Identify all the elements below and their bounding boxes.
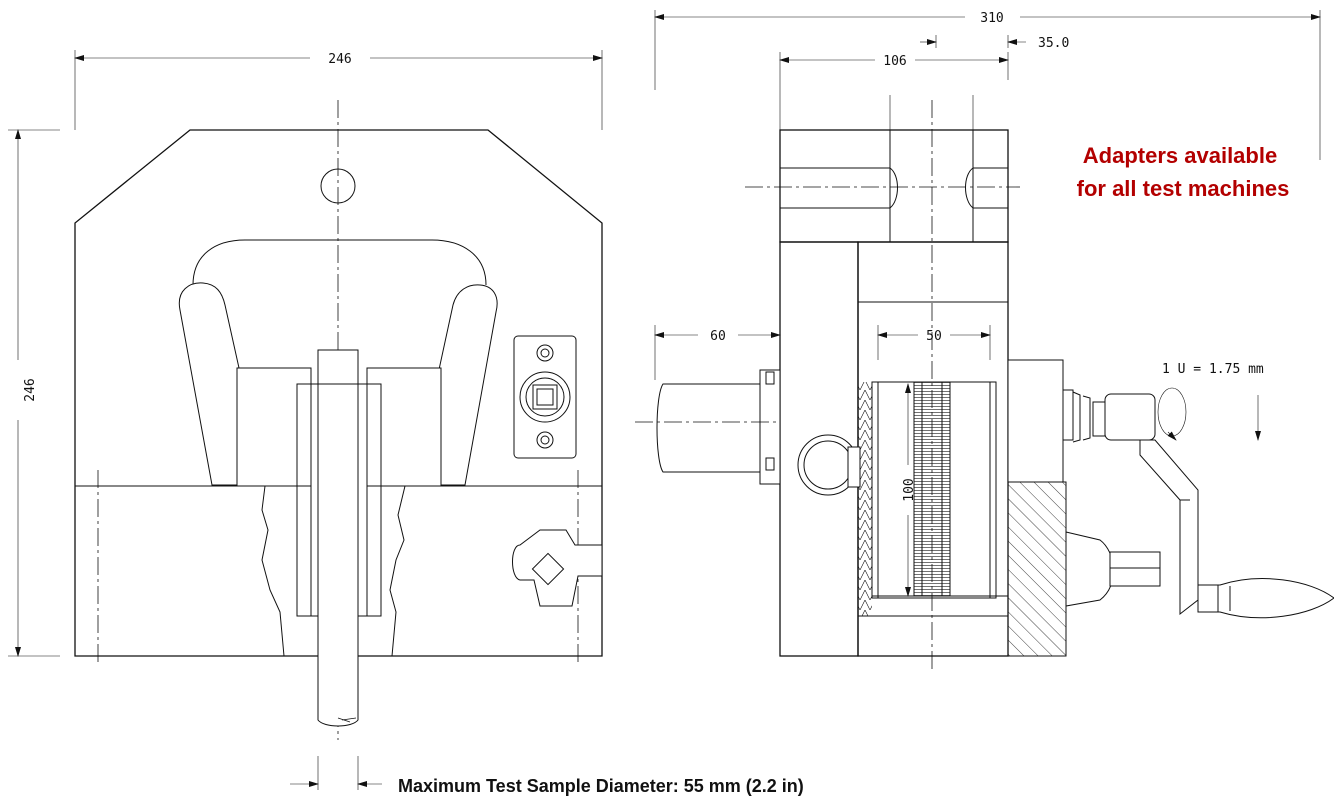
dim-shaft-length: 60 [710, 329, 726, 344]
lower-fitting [512, 529, 603, 607]
dim-frame-width: 106 [883, 54, 906, 69]
dim-offset: 35.0 [1038, 36, 1069, 51]
max-diameter-caption: Maximum Test Sample Diameter: 55 mm (2.2… [398, 776, 804, 796]
dim-jaw-height: 100 [902, 478, 917, 501]
test-sample-rod [317, 349, 359, 727]
adapters-note-line2: for all test machines [1077, 176, 1290, 201]
dim-left-height: 246 [23, 378, 38, 401]
side-view: 310 35.0 106 60 50 100 1 U = 1.75 mm [635, 10, 1334, 670]
side-view-upper-frame [779, 129, 1009, 243]
front-view: 246 246 [8, 50, 603, 790]
hatched-clamp-block [1007, 481, 1067, 657]
crank-arm [1139, 439, 1199, 616]
crank-ratio-label: 1 U = 1.75 mm [1162, 362, 1264, 377]
dim-overall-width: 310 [980, 11, 1003, 26]
square-drive-plate [513, 335, 577, 459]
front-view-body-outline [74, 129, 603, 657]
dim-left-width: 246 [328, 52, 351, 67]
mounting-shaft [656, 383, 761, 473]
adapters-note-line1: Adapters available [1083, 143, 1277, 168]
dim-jaw-width: 50 [926, 329, 942, 344]
